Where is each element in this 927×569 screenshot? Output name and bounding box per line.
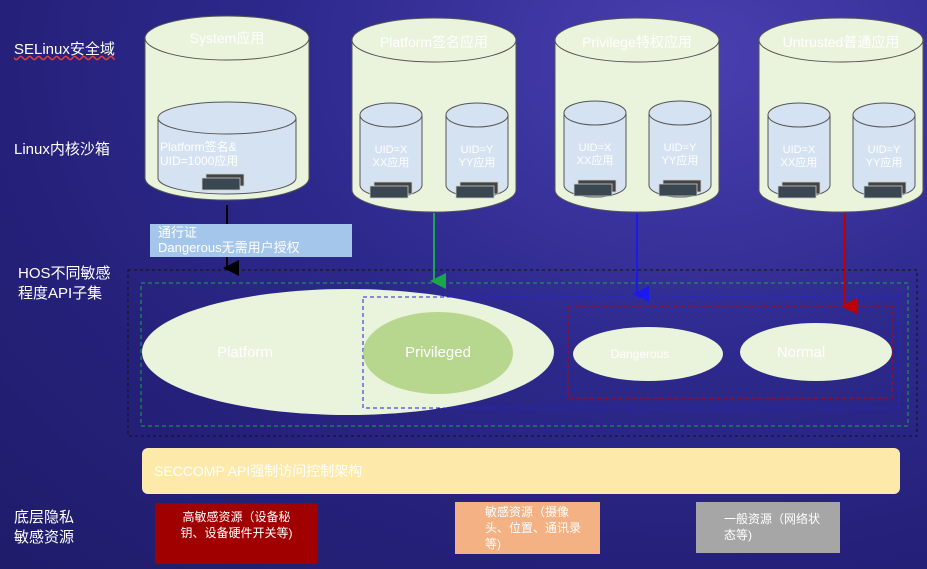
privilege-boundary — [362, 296, 900, 409]
inner-cylinder-untrusted-x — [767, 102, 831, 198]
general-resource: 一般资源（网络状态等) — [696, 502, 840, 553]
inner-cylinder-privilege-y — [648, 100, 712, 198]
privileged-label: Privileged — [405, 344, 471, 361]
dangerous-label: Dangerous — [610, 347, 670, 361]
dangerous-oval — [573, 327, 723, 381]
selinux-label: SELinux安全域 — [14, 41, 115, 58]
chip-icon — [455, 181, 499, 199]
inner-cylinder-platform-y — [445, 102, 509, 198]
domain-title-system: System应用 — [189, 30, 265, 46]
domain-title-privilege: Privilege特权应用 — [582, 34, 692, 50]
chip-icon — [863, 181, 907, 199]
untrusted-boundary — [567, 305, 893, 399]
hos-api-boundary — [127, 269, 918, 437]
normal-oval — [740, 323, 892, 381]
inner-cylinder-untrusted-y — [852, 102, 916, 198]
inner-label-platform-y: UID=Y YY应用 — [458, 144, 496, 169]
hos-api-label: HOS不同敏感 程度API子集 — [18, 265, 111, 302]
platform-label: Platform — [217, 344, 273, 361]
inner-cylinder-privilege-x — [563, 100, 627, 198]
inner-label-privilege-x: UID=X XX应用 — [576, 142, 614, 167]
seccomp-bar: SECCOMP API强制访问控制架构 — [142, 448, 900, 494]
pass-box-subtitle: Dangerous无需用户授权 — [158, 240, 300, 255]
chip-icon — [777, 181, 821, 199]
chip-icon — [658, 179, 702, 197]
domain-title-platform: Platform签名应用 — [379, 34, 489, 50]
inner-label-system: Platform签名& UID=1000应用 — [160, 140, 239, 168]
high-sensitive-resource: 高敏感资源（设备秘钥、设备硬件开关等) — [155, 503, 318, 564]
chip-icon — [369, 181, 413, 199]
pass-box-title: 通行证 — [158, 225, 198, 240]
inner-label-untrusted-x: UID=X XX应用 — [780, 144, 818, 169]
inner-label-privilege-y: UID=Y YY应用 — [661, 142, 699, 167]
inner-label-platform-x: UID=X XX应用 — [372, 144, 410, 169]
chip-icon — [573, 179, 617, 197]
inner-cylinder-platform-x — [359, 102, 423, 198]
privileged-oval — [363, 312, 513, 394]
inner-cylinder-system — [157, 101, 297, 195]
chip-icon — [201, 173, 245, 191]
domain-title-untrusted: Untrusted普通应用 — [782, 34, 900, 50]
sensitive-resource: 敏感资源（摄像头、位置、通讯录等) — [455, 502, 600, 554]
resources-label: 底层隐私 敏感资源 — [14, 509, 75, 546]
sandbox-label: Linux内核沙箱 — [14, 141, 110, 158]
pass-box: 通行证 Dangerous无需用户授权 — [150, 224, 352, 257]
inner-label-untrusted-y: UID=Y YY应用 — [865, 144, 903, 169]
normal-label: Normal — [776, 344, 826, 361]
